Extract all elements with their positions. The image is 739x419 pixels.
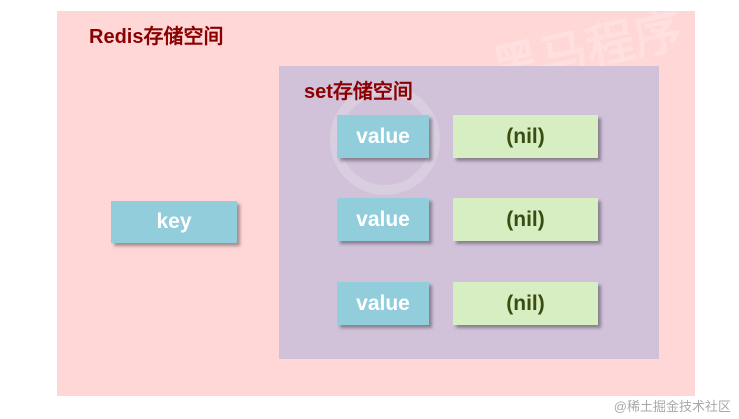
redis-storage-title: Redis存储空间 [89, 26, 224, 48]
nil-box-3: (nil) [453, 282, 598, 325]
footer-credit: @稀土掘金技术社区 [613, 399, 731, 414]
set-storage-title: set存储空间 [304, 81, 413, 103]
value-box-1: value [337, 115, 429, 158]
key-box: key [111, 201, 237, 243]
watermark-circle [330, 85, 440, 195]
nil-box-1: (nil) [453, 115, 598, 158]
value-box-2: value [337, 198, 429, 241]
nil-box-2: (nil) [453, 198, 598, 241]
value-box-3: value [337, 282, 429, 325]
